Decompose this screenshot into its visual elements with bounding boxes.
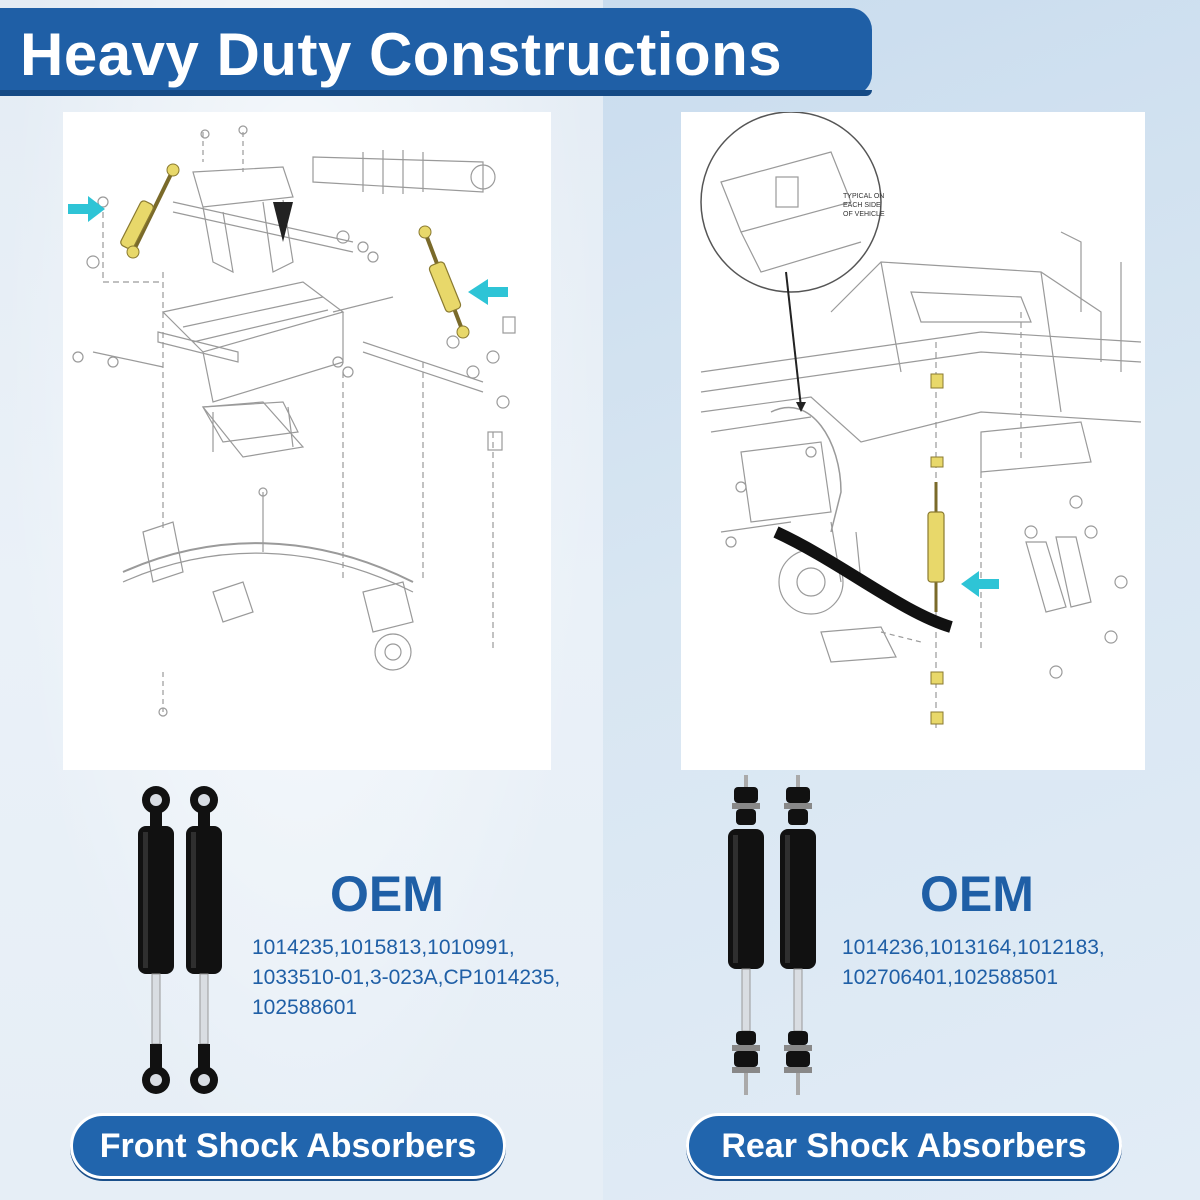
rear-oem-line-1: 1014236,1013164,1012183, xyxy=(842,936,1105,959)
rear-oem-line-2: 102706401,102588501 xyxy=(842,966,1059,989)
front-oem-line-3: 102588601 xyxy=(252,996,358,1019)
front-shock-absorbers-button[interactable]: Front Shock Absorbers xyxy=(70,1113,506,1179)
rear-shock-absorbers-button[interactable]: Rear Shock Absorbers xyxy=(686,1113,1122,1179)
inset-note-line-3: OF VEHICLE xyxy=(843,211,885,218)
rear-shocks-image xyxy=(728,775,816,1095)
rear-suspension-diagram: TYPICAL ON EACH SIDE OF VEHICLE xyxy=(681,112,1145,770)
front-shock-absorbers-label: Front Shock Absorbers xyxy=(99,1126,477,1165)
front-shock-right-highlight xyxy=(418,225,470,339)
rear-oem-numbers: 1014236,1013164,1012183, 102706401,10258… xyxy=(842,933,1105,993)
rear-diagram-svg: TYPICAL ON EACH SIDE OF VEHICLE xyxy=(700,112,1142,732)
front-arrow-right-icon xyxy=(468,279,508,305)
front-arrow-left-icon xyxy=(68,196,105,222)
front-diagram-svg xyxy=(68,125,516,717)
front-shocks-image xyxy=(138,786,222,1094)
front-oem-line-1: 1014235,1015813,1010991, xyxy=(252,936,515,959)
page-title: Heavy Duty Constructions xyxy=(20,21,783,88)
rear-oem-title: OEM xyxy=(920,866,1034,922)
inset-note-line-1: TYPICAL ON xyxy=(843,193,884,200)
front-shock-left-highlight xyxy=(120,163,180,259)
front-oem-line-2: 1033510-01,3-023A,CP1014235, xyxy=(252,966,561,989)
rear-shock-highlight xyxy=(927,373,945,725)
front-suspension-diagram xyxy=(63,112,551,770)
front-oem-title: OEM xyxy=(330,866,444,922)
front-oem-numbers: 1014235,1015813,1010991, 1033510-01,3-02… xyxy=(252,933,560,1023)
title-banner: Heavy Duty Constructions xyxy=(0,8,872,96)
rear-arrow-icon xyxy=(961,571,999,597)
rear-shock-absorbers-label: Rear Shock Absorbers xyxy=(721,1126,1087,1165)
inset-note-line-2: EACH SIDE xyxy=(843,202,881,209)
